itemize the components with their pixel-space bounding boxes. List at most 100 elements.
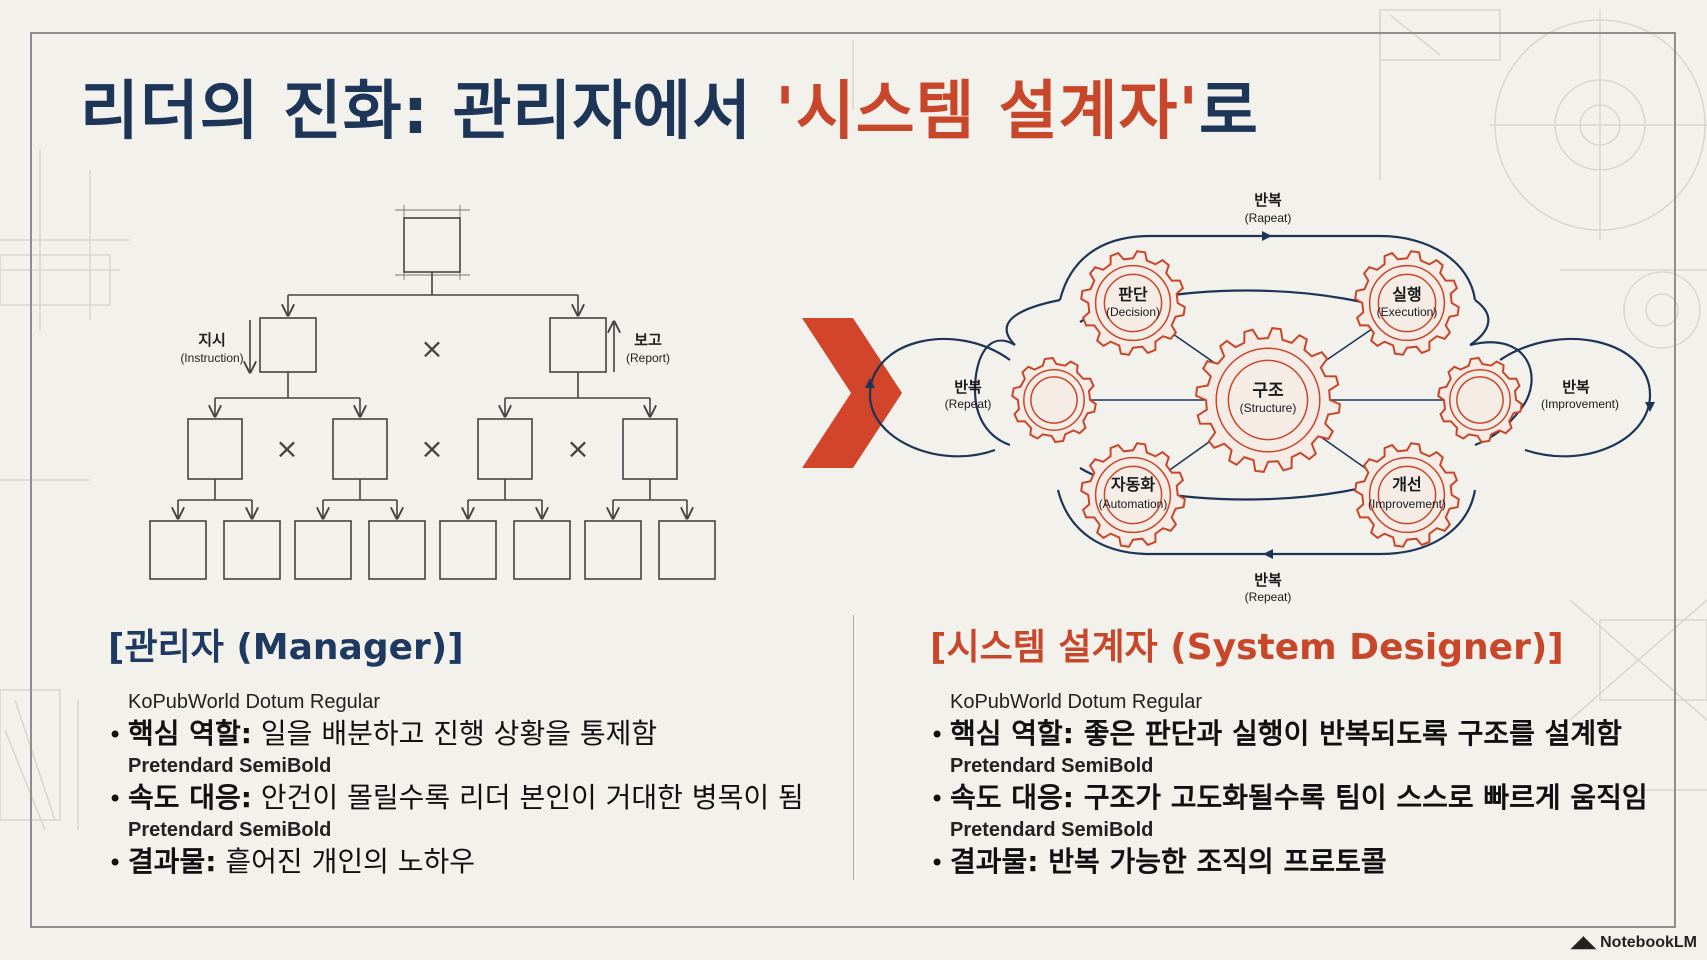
loop-top-right-cap — [1469, 299, 1490, 346]
decision-gear-icon — [1080, 250, 1186, 356]
list-item: •속도 대응: 안건이 몰릴수록 리더 본인이 거대한 병목이 됨 — [108, 778, 804, 818]
org-box-staff-7 — [584, 520, 642, 580]
item-key: 핵심 역할: — [950, 717, 1074, 750]
org-box-mid-left — [259, 317, 317, 373]
page-title: 리더의 진화: 관리자에서 '시스템 설계자'로 — [80, 60, 1259, 152]
loop-bottom-sub: (Repeat) — [1245, 590, 1292, 604]
loop-left-sub: (Repeat) — [945, 397, 992, 411]
loop-right-sub: (Improvement) — [1541, 397, 1619, 411]
title-highlight: '시스템 설계자' — [775, 75, 1199, 149]
bullet: • — [930, 721, 945, 749]
org-box-ceo — [403, 217, 461, 273]
item-value: 반복 가능한 조직의 프로토콜 — [1038, 845, 1387, 878]
font-note: KoPubWorld Dotum Regular — [950, 691, 1202, 713]
font-note: KoPubWorld Dotum Regular — [128, 691, 380, 713]
manager-heading: [관리자 (Manager)] — [108, 627, 464, 668]
bullet: • — [930, 849, 945, 877]
org-box-staff-4 — [368, 520, 426, 580]
column-divider — [853, 615, 854, 880]
org-box-mid-right — [549, 317, 607, 373]
font-note: Pretendard SemiBold — [950, 819, 1154, 841]
org-box-staff-3 — [294, 520, 352, 580]
report-label: 보고 — [634, 332, 662, 349]
loop-bottom-label: 반복 — [1254, 572, 1282, 589]
item-value: 안건이 몰릴수록 리더 본인이 거대한 병목이 됨 — [252, 781, 804, 814]
designer-heading: [시스템 설계자 (System Designer)] — [930, 627, 1564, 668]
org-box-staff-1 — [149, 520, 207, 580]
item-key: 결과물: — [950, 845, 1039, 878]
org-chart — [149, 205, 716, 580]
item-value: 좋은 판단과 실행이 반복되도록 구조를 설계함 — [1074, 717, 1622, 750]
transition-chevron-icon — [802, 318, 902, 468]
loop-arrow-bottom — [1263, 549, 1273, 559]
bullet: • — [108, 849, 123, 877]
notebooklm-brand: ◢◣ NotebookLM — [1571, 932, 1697, 952]
loop-right-label: 반복 — [1562, 379, 1590, 396]
loop-arrow-top — [1262, 231, 1272, 241]
list-item: •속도 대응: 구조가 고도화될수록 팀이 스스로 빠르게 움직임 — [930, 778, 1648, 818]
list-item: •핵심 역할: 일을 배분하고 진행 상황을 통제함 — [108, 714, 804, 754]
bullet: • — [108, 721, 123, 749]
loop-arrow-left — [865, 378, 875, 388]
manager-list: KoPubWorld Dotum Regular •핵심 역할: 일을 배분하고… — [108, 690, 804, 882]
item-key: 결과물: — [128, 845, 217, 878]
improvement-gear-sub: (Improvement) — [1368, 497, 1446, 511]
automation-gear-icon — [1080, 442, 1186, 548]
org-cross-marks: × × × × — [275, 332, 589, 465]
instruction-sub-label: (Instruction) — [180, 351, 243, 365]
center-gear-sub: (Structure) — [1240, 401, 1297, 415]
cross-mark: × — [275, 432, 298, 465]
item-key: 핵심 역할: — [128, 717, 252, 750]
brand-label: NotebookLM — [1600, 934, 1697, 951]
title-suffix: 로 — [1199, 75, 1259, 149]
execution-gear-label: 실행 — [1392, 286, 1421, 304]
loop-outer-right — [1499, 337, 1652, 458]
cross-mark: × — [566, 432, 589, 465]
loop-top-left-cap — [1005, 298, 1061, 346]
center-gear-icon — [1195, 327, 1341, 473]
improvement-gear-icon — [1354, 442, 1460, 548]
item-value: 구조가 고도화될수록 팀이 스스로 빠르게 움직임 — [1074, 781, 1648, 814]
font-note: Pretendard SemiBold — [950, 755, 1154, 777]
bullet: • — [930, 785, 945, 813]
org-box-staff-2 — [223, 520, 281, 580]
execution-gear-sub: (Execution) — [1377, 305, 1438, 319]
loop-top-label: 반복 — [1254, 192, 1282, 209]
font-note: Pretendard SemiBold — [128, 819, 332, 841]
item-value: 일을 배분하고 진행 상황을 통제함 — [252, 717, 658, 750]
automation-gear-sub: (Automation) — [1099, 497, 1168, 511]
item-key: 속도 대응: — [128, 781, 252, 814]
list-item: •결과물: 흩어진 개인의 노하우 — [108, 842, 804, 882]
list-item: •결과물: 반복 가능한 조직의 프로토콜 — [930, 842, 1648, 882]
decision-gear-label: 판단 — [1118, 286, 1148, 304]
left-small-gear-icon — [1011, 356, 1097, 444]
gear-cycle-diagram: 구조 (Structure) 판단 (Decision) 실행 (Executi… — [865, 192, 1655, 604]
org-box-team-4 — [622, 418, 678, 480]
bullet: • — [108, 785, 123, 813]
designer-list: KoPubWorld Dotum Regular •핵심 역할: 좋은 판단과 … — [930, 690, 1648, 882]
org-box-staff-5 — [439, 520, 497, 580]
decision-gear-sub: (Decision) — [1106, 305, 1160, 319]
slide-frame — [30, 32, 1676, 928]
instruction-label: 지시 — [198, 332, 226, 349]
org-box-staff-8 — [658, 520, 716, 580]
org-box-team-2 — [332, 418, 388, 480]
cross-mark: × — [420, 332, 443, 365]
list-item: •핵심 역할: 좋은 판단과 실행이 반복되도록 구조를 설계함 — [930, 714, 1648, 754]
org-box-team-1 — [187, 418, 243, 480]
automation-gear-label: 자동화 — [1111, 475, 1155, 494]
center-gear-label: 구조 — [1252, 381, 1284, 400]
loop-left-path — [973, 339, 1016, 447]
improvement-gear-label: 개선 — [1392, 475, 1421, 494]
title-prefix: 리더의 진화: 관리자에서 — [80, 75, 776, 149]
cross-mark: × — [420, 432, 443, 465]
item-key: 속도 대응: — [950, 781, 1074, 814]
loop-left-label: 반복 — [954, 379, 982, 396]
execution-gear-icon — [1354, 250, 1460, 356]
gears — [1011, 250, 1523, 548]
loop-arrow-right — [1645, 402, 1655, 412]
right-small-gear-icon — [1437, 356, 1523, 444]
